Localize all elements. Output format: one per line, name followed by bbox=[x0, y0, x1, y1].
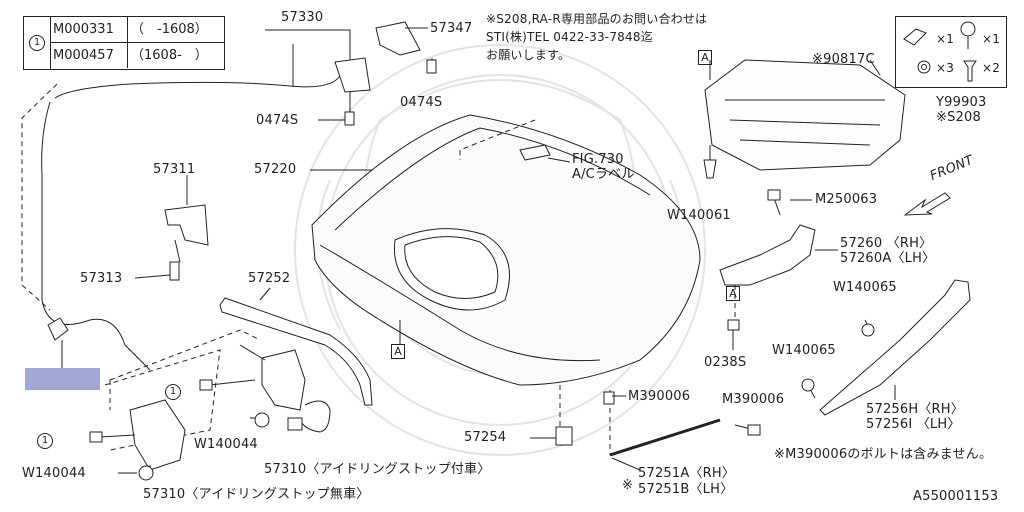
part-label-w140044[interactable]: W140044 bbox=[194, 437, 258, 452]
asterisk-mark: ※ bbox=[622, 478, 634, 493]
part-label-57260a-lh[interactable]: 57260A〈LH〉 bbox=[840, 251, 936, 266]
part-label-w140061[interactable]: W140061 bbox=[667, 208, 731, 223]
legend-marker: 1 bbox=[29, 35, 45, 51]
part-label-57251a-rh[interactable]: 57251A〈RH〉 bbox=[638, 466, 736, 481]
part-label-0238s[interactable]: 0238S bbox=[704, 355, 747, 370]
hood-insulator bbox=[704, 59, 906, 171]
part-label-57256i-lh[interactable]: 57256I 〈LH〉 bbox=[866, 417, 961, 432]
note-line-1: ※S208,RA-R専用部品のお問い合わせは bbox=[486, 12, 708, 26]
part-label-57260-rh[interactable]: 57260 〈RH〉 bbox=[840, 236, 933, 251]
legend-marker-cell: 1 bbox=[24, 17, 51, 69]
diagram-id: A550001153 bbox=[913, 489, 999, 504]
part-label-57254[interactable]: 57254 bbox=[464, 430, 507, 445]
hood-panel bbox=[311, 114, 701, 386]
part-label-s208: ※S208 bbox=[936, 110, 981, 125]
qty-pin: ×2 bbox=[982, 61, 1001, 75]
hardware-icons bbox=[903, 21, 977, 82]
part-label-57330[interactable]: 57330 bbox=[281, 10, 324, 25]
part-label-w140065[interactable]: W140065 bbox=[833, 280, 897, 295]
part-label-57311[interactable]: 57311 bbox=[153, 162, 196, 177]
qty-screw: ×1 bbox=[982, 32, 1001, 46]
legend-divider bbox=[127, 43, 128, 68]
legend-row: M000331 （ -1608） bbox=[51, 17, 224, 43]
part-highlight[interactable] bbox=[25, 368, 100, 390]
part-label-90817c[interactable]: ※90817C bbox=[812, 52, 875, 67]
part-label-57310-without-idle-stop[interactable]: 57310〈アイドリングストップ無車〉 bbox=[143, 487, 370, 502]
part-label-0474s[interactable]: 0474S bbox=[256, 113, 299, 128]
part-label-ac-label: A/Cラベル bbox=[572, 167, 635, 182]
ref-a-box: A bbox=[698, 50, 712, 65]
part-label-57313[interactable]: 57313 bbox=[80, 271, 123, 286]
qty-nut: ×3 bbox=[936, 61, 955, 75]
legend-code: M000331 bbox=[53, 22, 114, 37]
part-label-m250063[interactable]: M250063 bbox=[815, 192, 878, 207]
part-label-y99903[interactable]: Y99903 bbox=[936, 95, 987, 110]
legend-code: M000457 bbox=[53, 48, 114, 63]
part-label-57251b-lh[interactable]: 57251B〈LH〉 bbox=[638, 482, 734, 497]
part-label-m390006[interactable]: M390006 bbox=[722, 392, 785, 407]
part-label-57220[interactable]: 57220 bbox=[254, 162, 297, 177]
part-label-57347[interactable]: 57347 bbox=[430, 21, 473, 36]
part-label-m390006[interactable]: M390006 bbox=[628, 389, 691, 404]
hood-release-cable bbox=[41, 101, 151, 371]
circle-one-marker: 1 bbox=[165, 384, 181, 400]
legend-range: （ -1608） bbox=[131, 22, 208, 37]
legend-row: M000457 （1608- ） bbox=[51, 43, 224, 68]
part-label-57252[interactable]: 57252 bbox=[248, 271, 291, 286]
legend-range: （1608- ） bbox=[131, 48, 208, 63]
part-label-fig730[interactable]: FIG.730 bbox=[572, 152, 624, 167]
note-line-2: STI(株)TEL 0422-33-7848迄 bbox=[486, 30, 653, 44]
part-label-0474s[interactable]: 0474S bbox=[400, 95, 443, 110]
legend-divider bbox=[127, 17, 128, 42]
qty-clip: ×1 bbox=[936, 32, 955, 46]
part-label-57256h-rh[interactable]: 57256H〈RH〉 bbox=[866, 402, 964, 417]
note-line-3: お願いします。 bbox=[486, 48, 571, 62]
part-label-w140065[interactable]: W140065 bbox=[772, 343, 836, 358]
bolt-note: ※M390006のボルトは含みません。 bbox=[774, 447, 993, 462]
circle-one-marker: 1 bbox=[37, 433, 53, 449]
ref-a-box: A bbox=[391, 344, 405, 359]
hardware-kit-box: ×1 ×1 ×3 ×2 bbox=[895, 16, 1007, 88]
ref-a-box: A bbox=[726, 286, 740, 301]
part-label-w140044[interactable]: W140044 bbox=[22, 466, 86, 481]
legend-table: 1 M000331 （ -1608） M000457 （1608- ） bbox=[23, 16, 225, 70]
part-label-57310-with-idle-stop[interactable]: 57310〈アイドリングストップ付車〉 bbox=[264, 462, 491, 477]
